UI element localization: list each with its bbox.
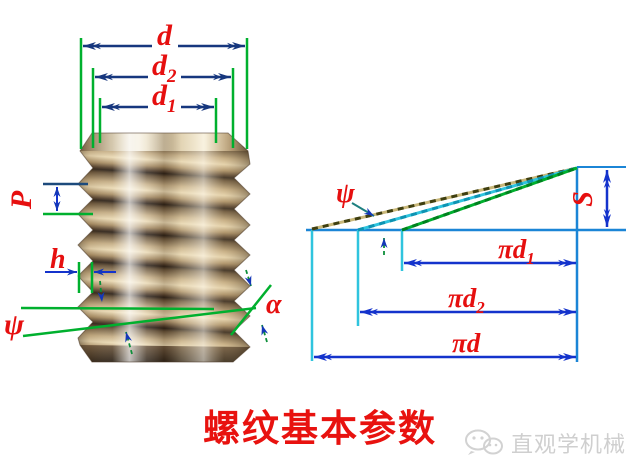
label-depth: h <box>50 244 66 275</box>
psi-arrow-lower <box>125 331 133 355</box>
screw-outline <box>77 132 251 363</box>
profile-angle-annotation: α <box>230 269 282 343</box>
alpha-arrow-lower <box>261 324 269 343</box>
label-pid: πd <box>452 328 481 358</box>
screw-body <box>78 133 250 362</box>
helix-line-d-dashes <box>311 166 578 231</box>
wechat-logo-icon <box>465 429 503 455</box>
label-d1: d1 <box>152 79 177 117</box>
psi-helix-line <box>22 306 257 338</box>
page-title: 螺纹基本参数 <box>203 409 437 450</box>
label-mask-d <box>152 22 178 48</box>
extension-lines <box>79 38 249 149</box>
label-pitch: P <box>5 190 38 210</box>
watermark: 直观学机械 <box>463 427 626 459</box>
label-psi-left: ψ <box>4 308 25 341</box>
helix-line-d1-dashes <box>401 166 578 232</box>
label-alpha: α <box>266 289 282 320</box>
helix-development-diagram: S ψ πd1 πd2 πd <box>306 166 626 362</box>
helix-line-d2-dashes <box>357 166 578 232</box>
lead-angle-annotation: ψ <box>4 280 257 355</box>
metal-highlight-overlay <box>78 133 250 362</box>
label-mask-d2 <box>148 53 181 80</box>
label-pid2: πd2 <box>448 283 485 317</box>
label-pid1: πd1 <box>498 234 535 268</box>
psi-horizontal-line <box>20 306 215 311</box>
psi-leader-arrow <box>351 202 375 217</box>
label-lead-S: S <box>568 191 599 207</box>
thread-depth-dimension: h <box>45 244 116 293</box>
label-psi-right: ψ <box>336 178 355 209</box>
alpha-arrow-upper <box>244 269 252 287</box>
alpha-flank-line <box>230 284 272 336</box>
label-d: d <box>157 19 173 52</box>
label-mask-d1 <box>148 83 181 110</box>
pitch-dimension: P <box>5 182 93 216</box>
watermark-text: 直观学机械 <box>511 432 627 457</box>
label-d2: d2 <box>152 49 177 87</box>
threaded-screw-3d-view <box>77 132 251 363</box>
psi-arrow-upper <box>97 280 105 303</box>
